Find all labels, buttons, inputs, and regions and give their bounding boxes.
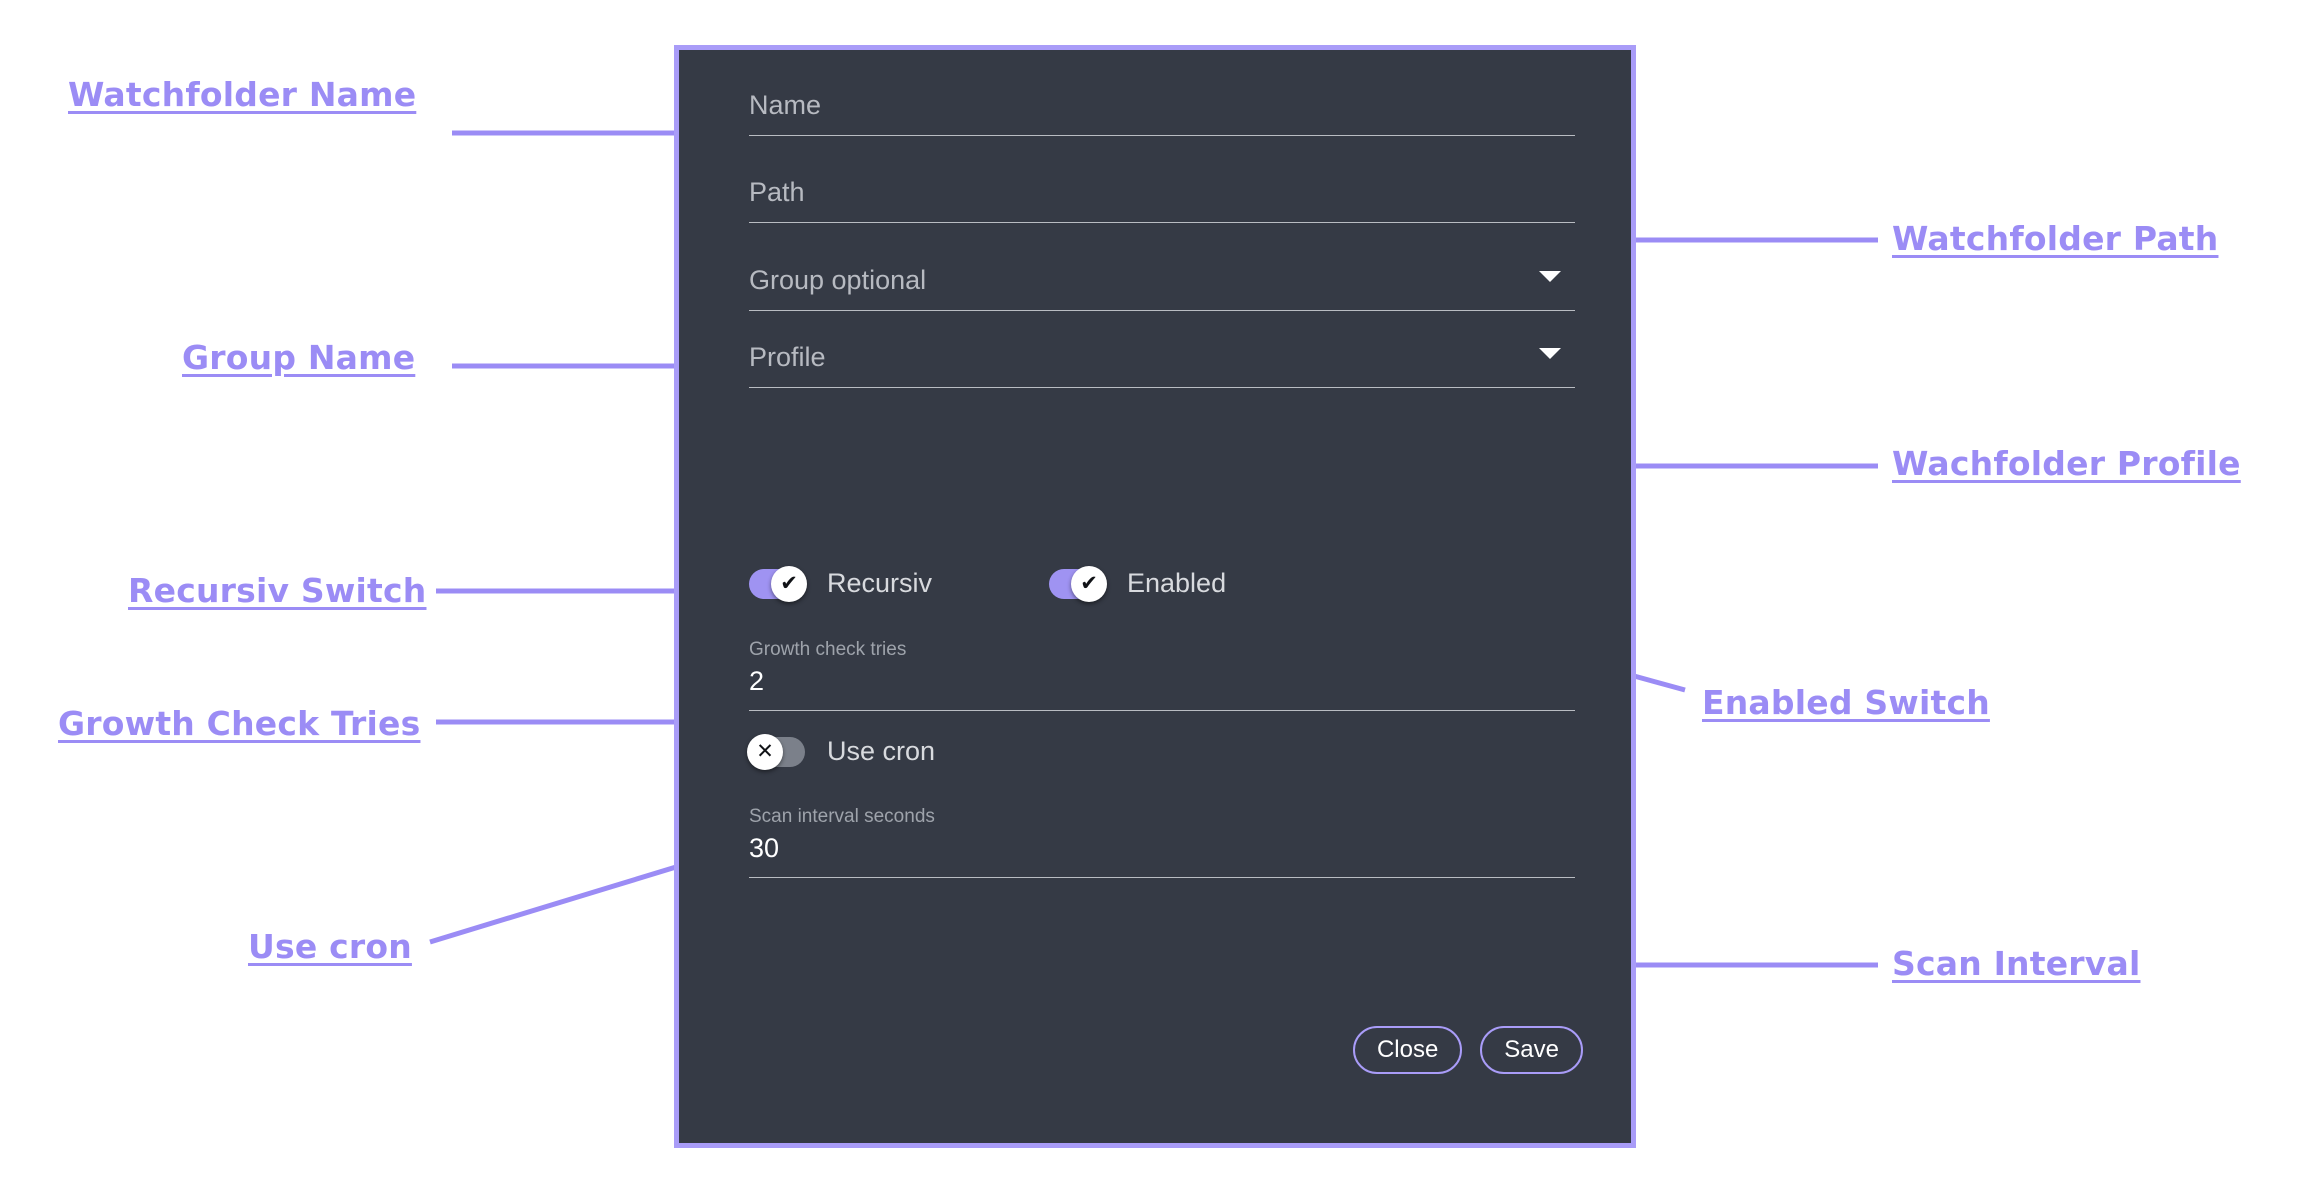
annotation-watchfolder-path: Watchfolder Path — [1892, 219, 2219, 258]
field-profile-placeholder: Profile — [749, 342, 826, 372]
watchfolder-dialog: Name Path Group optional Profile ✔ Recu — [674, 45, 1636, 1148]
field-group-underline — [749, 310, 1575, 311]
check-icon: ✔ — [1071, 565, 1107, 602]
switch-row-use-cron[interactable]: ✕ Use cron — [747, 733, 936, 770]
annotation-group-name: Group Name — [182, 338, 416, 377]
chevron-down-icon[interactable] — [1539, 271, 1561, 282]
field-growth-check-tries-value: 2 — [749, 666, 765, 696]
field-name[interactable]: Name — [749, 78, 1575, 150]
switch-row-enabled[interactable]: ✔ Enabled — [1049, 565, 1227, 602]
dialog-actions: Close Save — [1352, 1026, 1583, 1074]
annotation-use-cron: Use cron — [248, 927, 412, 966]
field-growth-check-tries-label: Growth check tries — [749, 639, 907, 660]
field-path-placeholder: Path — [749, 177, 805, 207]
chevron-down-icon[interactable] — [1539, 348, 1561, 359]
annotation-wachfolder-profile: Wachfolder Profile — [1892, 444, 2241, 483]
field-profile[interactable]: Profile — [749, 330, 1575, 402]
field-path[interactable]: Path — [749, 165, 1575, 237]
annotation-enabled-switch: Enabled Switch — [1702, 683, 1990, 722]
field-profile-underline — [749, 387, 1575, 388]
check-icon: ✔ — [771, 565, 807, 602]
field-name-underline — [749, 135, 1575, 136]
close-icon: ✕ — [747, 733, 783, 770]
switch-row-recursiv[interactable]: ✔ Recursiv — [749, 565, 933, 602]
toggle-recursiv[interactable]: ✔ — [749, 565, 807, 602]
field-group-placeholder: Group optional — [749, 265, 927, 295]
field-group[interactable]: Group optional — [749, 253, 1575, 325]
field-growth-check-tries[interactable]: Growth check tries 2 — [749, 640, 1575, 712]
field-growth-check-tries-underline — [749, 710, 1575, 711]
toggle-enabled-label: Enabled — [1127, 568, 1227, 598]
toggle-enabled[interactable]: ✔ — [1049, 565, 1107, 602]
field-name-placeholder: Name — [749, 90, 822, 120]
toggle-use-cron-label: Use cron — [827, 736, 936, 766]
field-scan-interval-underline — [749, 877, 1575, 878]
toggle-recursiv-label: Recursiv — [827, 568, 933, 598]
field-scan-interval-value: 30 — [749, 833, 780, 863]
save-button[interactable]: Save — [1480, 1026, 1583, 1074]
close-button[interactable]: Close — [1352, 1026, 1463, 1074]
toggle-use-cron[interactable]: ✕ — [747, 733, 805, 770]
annotation-growth-check-tries: Growth Check Tries — [58, 704, 421, 743]
annotation-recursiv-switch: Recursiv Switch — [128, 571, 427, 610]
annotation-scan-interval: Scan Interval — [1892, 944, 2141, 983]
field-scan-interval[interactable]: Scan interval seconds 30 — [749, 807, 1575, 879]
field-scan-interval-label: Scan interval seconds — [749, 806, 935, 827]
field-path-underline — [749, 222, 1575, 223]
annotation-watchfolder-name: Watchfolder Name — [68, 75, 417, 114]
